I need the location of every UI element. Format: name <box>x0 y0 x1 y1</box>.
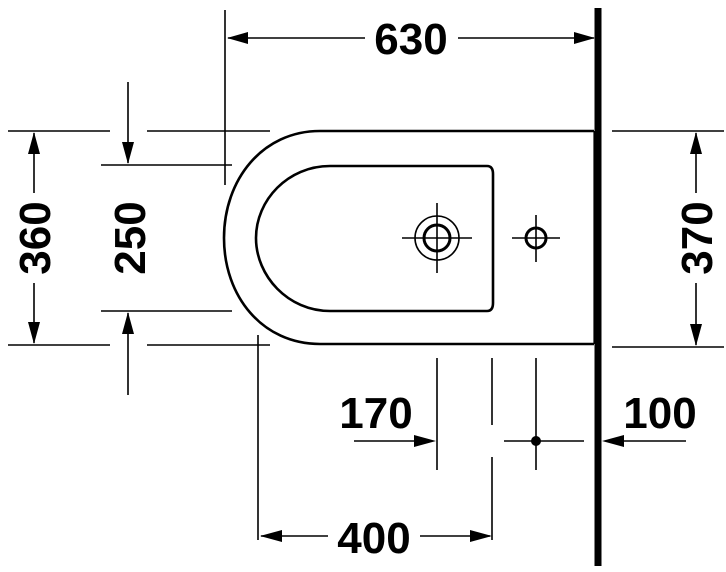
dimension-overall-length: 630 <box>224 10 595 185</box>
dim-label-170: 170 <box>339 389 412 438</box>
dimension-wall-width: 370 <box>612 130 724 348</box>
bidet-outline <box>222 129 595 346</box>
dimension-outer-width: 360 <box>8 130 270 346</box>
dim-label-630: 630 <box>374 15 447 64</box>
tap-hole-symbol <box>402 203 472 273</box>
fixing-hole-symbol <box>512 215 560 262</box>
dimension-tap-and-fixing: 170 100 <box>339 358 697 540</box>
dim-label-370: 370 <box>673 201 722 274</box>
dim-label-360: 360 <box>11 201 60 274</box>
dim-label-400: 400 <box>337 514 410 563</box>
dimension-bowl-width: 250 <box>101 82 259 540</box>
dimension-drain: 400 <box>260 514 492 563</box>
dim-label-100: 100 <box>623 389 696 438</box>
bowl-outline <box>254 164 495 313</box>
dim-label-250: 250 <box>106 201 155 274</box>
fixing-point-dot <box>531 436 541 446</box>
